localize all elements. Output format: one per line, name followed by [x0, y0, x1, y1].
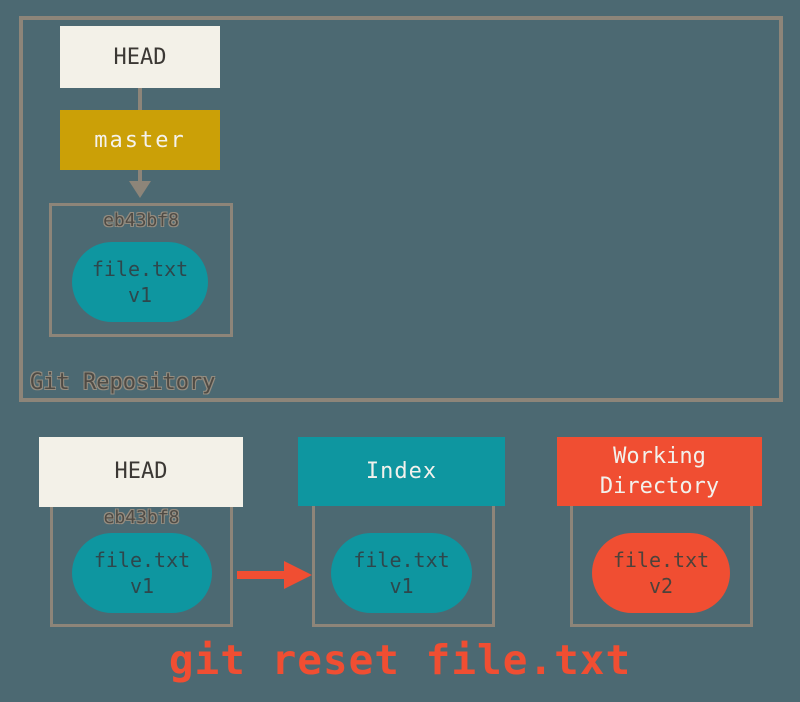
index-file-version: v1	[389, 574, 414, 598]
head-ref-box: HEAD	[60, 26, 220, 88]
git-repository-frame	[19, 16, 783, 402]
head-file-blob: file.txt v1	[72, 533, 212, 613]
arrowhead-down-icon	[129, 181, 151, 198]
working-directory-column-header: Working Directory	[557, 437, 762, 506]
index-column-title: Index	[365, 458, 438, 484]
index-file-blob: file.txt v1	[331, 533, 472, 613]
working-directory-file-version: v2	[648, 574, 674, 598]
repo-file-name: file.txt	[91, 257, 189, 281]
head-column-title: HEAD	[114, 459, 168, 484]
head-file-name: file.txt	[93, 548, 191, 572]
repo-file-version: v1	[127, 283, 153, 307]
master-to-commit-line	[138, 170, 142, 182]
head-file-version: v1	[129, 574, 155, 598]
commit-id-label: eb43bf8	[103, 210, 179, 231]
reset-arrowhead-icon	[284, 561, 312, 589]
head-commit-id-label: eb43bf8	[103, 507, 180, 528]
master-branch-box: master	[60, 110, 220, 170]
head-ref-label: HEAD	[113, 44, 167, 70]
command-caption: git reset file.txt	[168, 636, 632, 684]
index-file-name: file.txt	[353, 548, 450, 572]
head-column-header: HEAD	[39, 437, 243, 507]
working-directory-file-blob: file.txt v2	[592, 533, 730, 613]
git-repository-label: Git Repository	[30, 370, 216, 395]
commit-box	[49, 203, 233, 337]
working-directory-file-name: file.txt	[612, 548, 710, 572]
working-directory-column-title: Working Directory	[599, 443, 720, 499]
repo-file-blob: file.txt v1	[72, 242, 208, 322]
head-to-master-line	[138, 88, 142, 110]
master-branch-label: master	[94, 127, 186, 153]
index-column-header: Index	[298, 437, 505, 506]
reset-arrow-line	[237, 571, 286, 579]
